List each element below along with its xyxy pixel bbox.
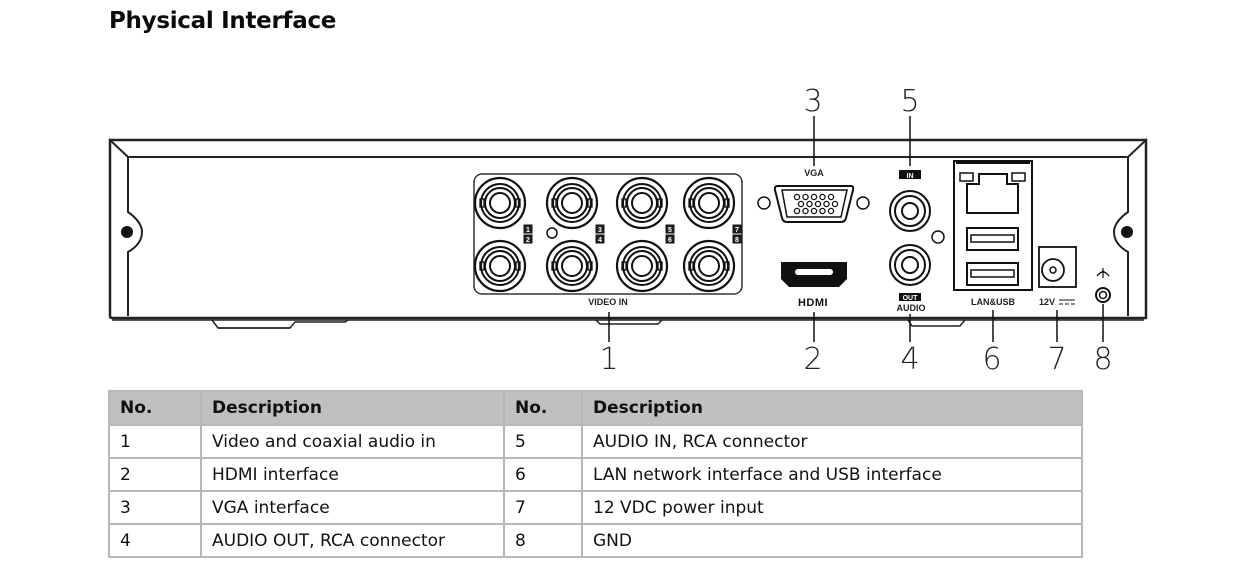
bnc-connector-icon (545, 239, 599, 293)
chassis (108, 138, 1148, 321)
table-row: 1 Video and coaxial audio in 5 AUDIO IN,… (108, 424, 1083, 459)
vga-pin (831, 200, 839, 208)
audio-ports: IN OUT AUDIO (889, 170, 945, 313)
table-row: 2 HDMI interface 6 LAN network interface… (108, 457, 1083, 492)
table-header-row: No. Description No. Description (108, 390, 1083, 426)
vga-pin (793, 193, 801, 201)
page-title: Physical Interface (109, 8, 337, 34)
callout-2: 2 (803, 342, 822, 377)
channel-number-tag (665, 224, 675, 234)
bnc-connector-icon (682, 176, 736, 230)
vga-pin (797, 200, 805, 208)
cell-no: 6 (503, 457, 583, 492)
vga-pin (819, 193, 826, 201)
vga-port: VGA (757, 168, 870, 223)
vga-pin (810, 193, 818, 201)
table-row: 4 AUDIO OUT, RCA connector 8 GND (108, 523, 1083, 558)
channel-number-tag (595, 224, 605, 234)
callout-4: 4 (900, 342, 919, 377)
power-label: 12V (1039, 297, 1055, 307)
channel-number: 4 (598, 237, 602, 244)
header-no: No. (503, 390, 583, 426)
channel-number: 1 (526, 227, 530, 234)
cell-description: Video and coaxial audio in (200, 424, 505, 459)
cell-no: 5 (503, 424, 583, 459)
vga-pin (802, 193, 809, 201)
cell-description: VGA interface (200, 490, 505, 525)
callout-3: 3 (803, 84, 822, 119)
vga-pin (802, 207, 809, 215)
vga-pin (819, 207, 826, 215)
header-no: No. (108, 390, 202, 426)
channel-number-tag (732, 224, 742, 234)
cell-description: LAN network interface and USB interface (581, 457, 1083, 492)
cell-no: 1 (108, 424, 202, 459)
video-in-block: 1 2 3 4 5 6 7 8 VIDEO IN (473, 173, 743, 307)
bnc-connector-icon (682, 239, 736, 293)
screw-right-icon (1121, 226, 1133, 238)
vga-label: VGA (804, 168, 824, 178)
audio-label: AUDIO (897, 303, 926, 313)
power-jack: 12V (1038, 246, 1077, 307)
header-description: Description (200, 390, 505, 426)
vga-pin (827, 193, 835, 201)
channel-number: 6 (668, 237, 672, 244)
gnd-terminal (1095, 268, 1111, 303)
vga-pin (793, 207, 801, 215)
table-row: 3 VGA interface 7 12 VDC power input (108, 490, 1083, 525)
cell-no: 3 (108, 490, 202, 525)
usb-port-icon (966, 262, 1019, 286)
channel-number-tag (665, 234, 675, 244)
cell-no: 2 (108, 457, 202, 492)
cell-no: 4 (108, 523, 202, 558)
channel-number-tag (595, 234, 605, 244)
lan-usb-label: LAN&USB (971, 297, 1015, 307)
channel-number-tag (523, 224, 533, 234)
bnc-connector-icon (615, 176, 669, 230)
lan-usb-block: LAN&USB (953, 160, 1033, 307)
channel-number: 8 (735, 237, 739, 244)
callout-5: 5 (900, 84, 919, 119)
cell-description: AUDIO OUT, RCA connector (200, 523, 505, 558)
hdmi-label: HDMI (798, 297, 828, 309)
callout-7: 7 (1047, 342, 1066, 377)
callout-1: 1 (599, 342, 618, 377)
screw-left-icon (121, 226, 133, 238)
cell-description: GND (581, 523, 1083, 558)
hdmi-port: HDMI (781, 262, 847, 309)
bnc-connector-icon (545, 176, 599, 230)
ethernet-port-icon (966, 173, 1019, 214)
bnc-connector-icon (615, 239, 669, 293)
audio-out-tag: OUT (903, 295, 919, 302)
vga-pin (827, 207, 835, 215)
ground-symbol-icon (1096, 268, 1110, 278)
channel-number-tag (732, 234, 742, 244)
cell-no: 8 (503, 523, 583, 558)
cell-description: 12 VDC power input (581, 490, 1083, 525)
callout-8: 8 (1093, 342, 1112, 377)
bnc-connector-icon (473, 176, 527, 230)
vga-pin (814, 200, 822, 208)
usb-port-icon (966, 227, 1019, 251)
vga-pin (823, 200, 830, 208)
callout-leaders (608, 116, 1104, 342)
channel-number: 2 (526, 237, 530, 244)
callout-6: 6 (982, 342, 1001, 377)
vga-pin (806, 200, 813, 208)
channel-number-tag (523, 234, 533, 244)
cell-description: AUDIO IN, RCA connector (581, 424, 1083, 459)
vga-pin (810, 207, 818, 215)
interface-table: No. Description No. Description 1 Video … (108, 390, 1083, 558)
audio-in-tag: IN (907, 173, 914, 180)
cell-no: 7 (503, 490, 583, 525)
cell-description: HDMI interface (200, 457, 505, 492)
chassis-feet (211, 319, 966, 329)
channel-number: 5 (668, 227, 672, 234)
bnc-connector-icon (473, 239, 527, 293)
channel-number: 3 (598, 227, 602, 234)
channel-number: 7 (735, 227, 739, 234)
video-in-label: VIDEO IN (588, 297, 628, 307)
header-description: Description (581, 390, 1083, 426)
